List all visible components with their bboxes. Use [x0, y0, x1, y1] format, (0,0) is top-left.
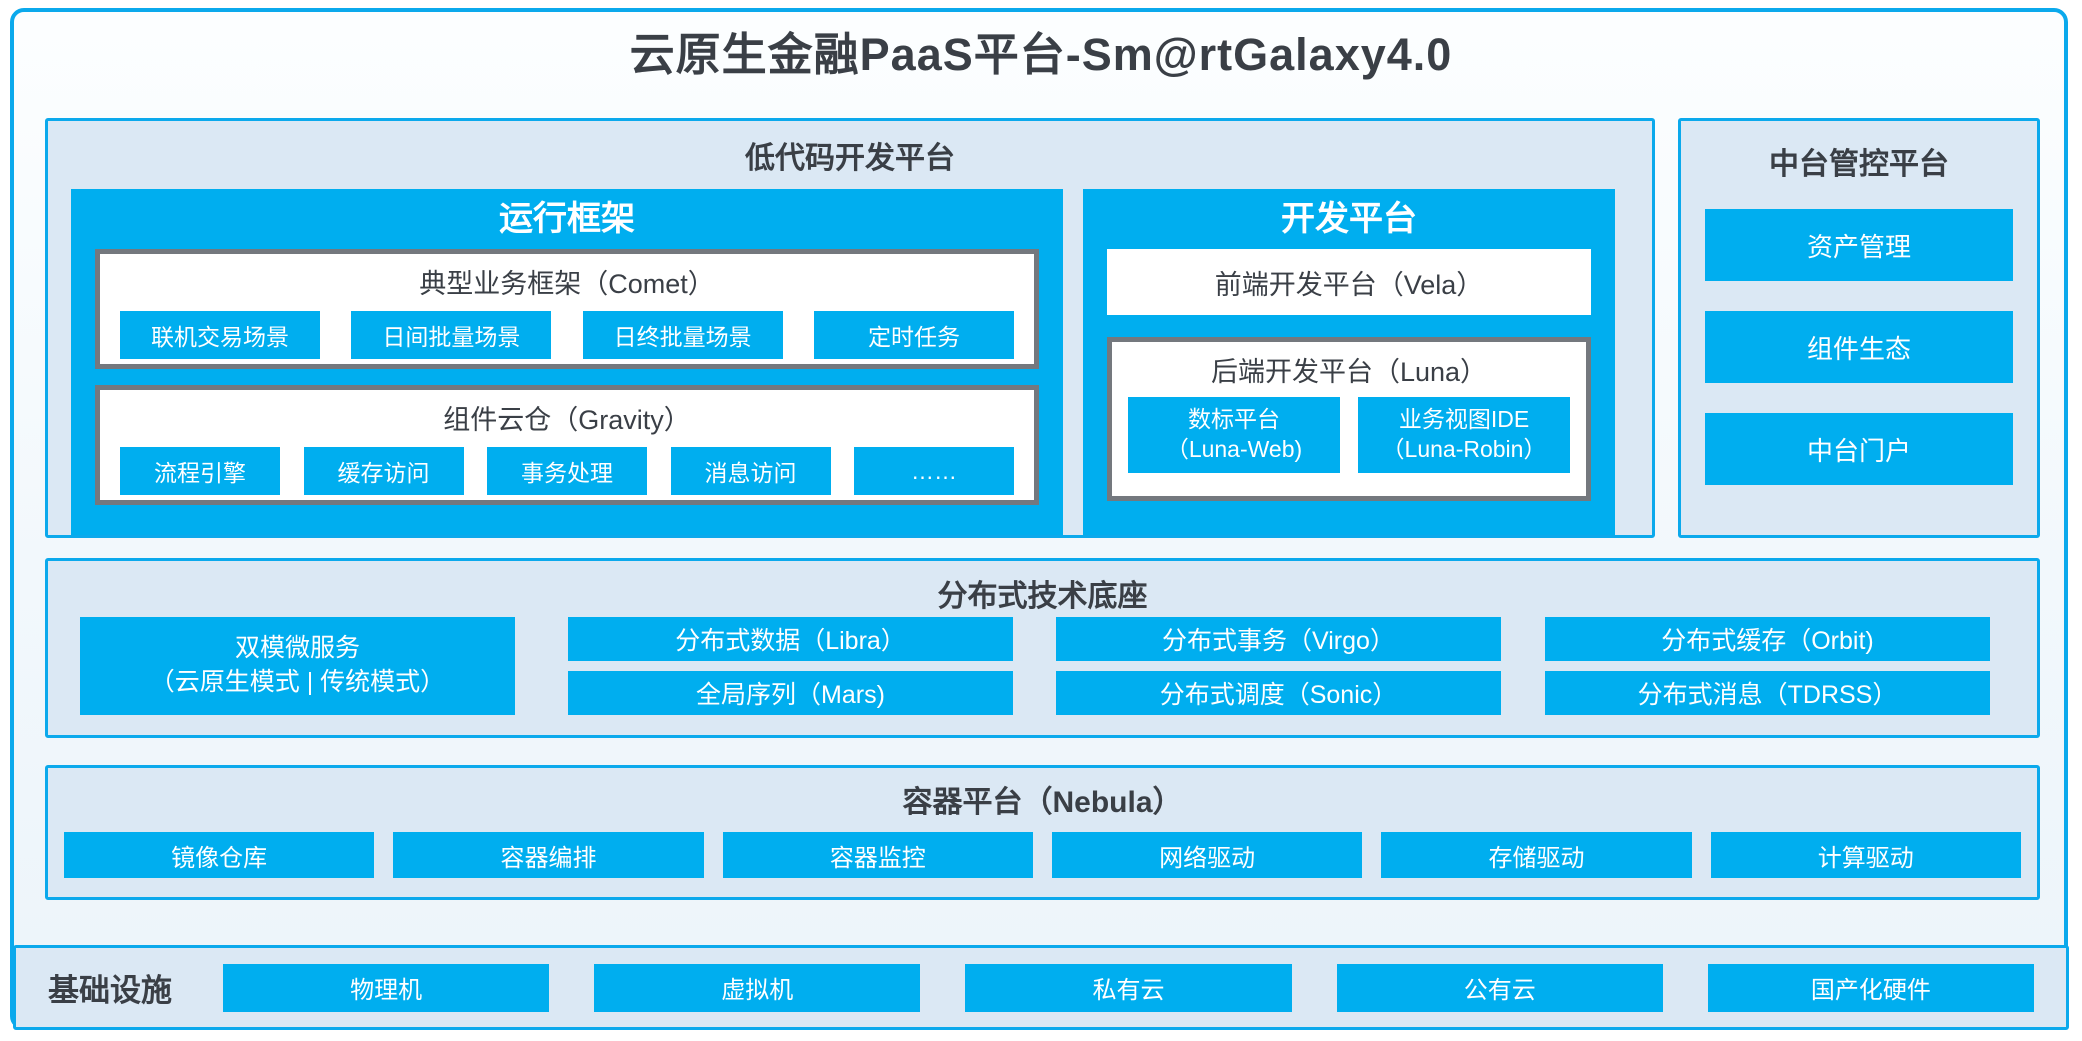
- block-dual-mode-microservice: 双模微服务 （云原生模式 | 传统模式）: [80, 617, 515, 715]
- block-container-orchestration: 容器编排: [393, 832, 704, 878]
- mid-platform-panel: 中台管控平台 资产管理 组件生态 中台门户: [1678, 118, 2040, 538]
- block-global-sequence-mars: 全局序列（Mars): [568, 671, 1013, 715]
- luna-title: 后端开发平台（Luna）: [1210, 357, 1488, 387]
- block-transaction-processing: 事务处理: [487, 447, 647, 495]
- gravity-warehouse-box: 组件云仓（Gravity） 流程引擎 缓存访问 事务处理 消息访问 ……: [95, 385, 1039, 505]
- distributed-column-1: 分布式数据（Libra） 全局序列（Mars): [568, 617, 1013, 715]
- block-online-trading: 联机交易场景: [120, 311, 320, 359]
- block-ellipsis: ……: [854, 447, 1014, 495]
- block-container-monitoring: 容器监控: [722, 832, 1033, 878]
- block-physical-machine: 物理机: [223, 963, 550, 1012]
- comet-framework-box: 典型业务框架（Comet） 联机交易场景 日间批量场景 日终批量场景 定时任务: [95, 249, 1039, 369]
- container-platform-panel: 容器平台（Nebula） 镜像仓库 容器编排 容器监控 网络驱动 存储驱动 计算…: [45, 765, 2040, 900]
- runtime-framework-title: 运行框架: [499, 200, 635, 238]
- dual-mode-line1: 双模微服务: [234, 634, 360, 663]
- block-luna-web: 数标平台 （Luna-Web): [1128, 397, 1340, 473]
- gravity-title: 组件云仓（Gravity）: [443, 405, 691, 435]
- block-virtual-machine: 虚拟机: [594, 963, 921, 1012]
- mid-platform-items: 资产管理 组件生态 中台门户: [1681, 183, 2037, 485]
- block-eod-batch: 日终批量场景: [582, 311, 783, 359]
- block-public-cloud: 公有云: [1336, 963, 1663, 1012]
- runtime-framework-panel: 运行框架 典型业务框架（Comet） 联机交易场景 日间批量场景 日终批量场景 …: [71, 189, 1063, 535]
- page-title: 云原生金融PaaS平台-Sm@rtGalaxy4.0: [629, 29, 1453, 80]
- container-platform-items: 镜像仓库 容器编排 容器监控 网络驱动 存储驱动 计算驱动: [64, 832, 2021, 878]
- block-image-registry: 镜像仓库: [64, 832, 375, 878]
- luna-backend-box: 后端开发平台（Luna） 数标平台 （Luna-Web) 业务视图IDE （Lu…: [1107, 337, 1591, 501]
- dev-platform-panel: 开发平台 前端开发平台（Vela） 后端开发平台（Luna） 数标平台 （Lun…: [1083, 189, 1615, 535]
- luna-web-line2: （Luna-Web): [1165, 436, 1303, 462]
- distributed-base-panel: 分布式技术底座 双模微服务 （云原生模式 | 传统模式） 分布式数据（Libra…: [45, 558, 2040, 738]
- gravity-items-row: 流程引擎 缓存访问 事务处理 消息访问 ……: [100, 437, 1034, 495]
- dev-platform-title: 开发平台: [1281, 200, 1417, 238]
- block-message-access: 消息访问: [670, 447, 831, 495]
- distributed-base-title: 分布式技术底座: [937, 580, 1148, 613]
- block-distributed-data-libra: 分布式数据（Libra）: [568, 617, 1013, 661]
- block-distributed-scheduling-sonic: 分布式调度（Sonic）: [1056, 671, 1501, 715]
- container-platform-title: 容器平台（Nebula）: [902, 786, 1183, 819]
- distributed-column-3: 分布式缓存（Orbit) 分布式消息（TDRSS）: [1545, 617, 1990, 715]
- infrastructure-label: 基础设施: [48, 973, 172, 1008]
- mid-platform-title: 中台管控平台: [1769, 148, 1949, 181]
- block-cache-access: 缓存访问: [303, 447, 464, 495]
- distributed-column-2: 分布式事务（Virgo） 分布式调度（Sonic）: [1056, 617, 1501, 715]
- block-network-driver: 网络驱动: [1051, 832, 1363, 878]
- block-mid-platform-portal: 中台门户: [1705, 413, 2013, 485]
- block-process-engine: 流程引擎: [120, 447, 280, 495]
- block-distributed-cache-orbit: 分布式缓存（Orbit): [1545, 617, 1990, 661]
- block-daytime-batch: 日间批量场景: [351, 311, 552, 359]
- block-domestic-hardware: 国产化硬件: [1707, 963, 2035, 1012]
- block-private-cloud: 私有云: [965, 963, 1292, 1012]
- comet-items-row: 联机交易场景 日间批量场景 日终批量场景 定时任务: [100, 301, 1034, 359]
- luna-robin-line2: （Luna-Robin）: [1381, 436, 1547, 462]
- block-asset-management: 资产管理: [1705, 209, 2013, 281]
- luna-web-line1: 数标平台: [1188, 406, 1280, 433]
- vela-frontend-box: 前端开发平台（Vela）: [1107, 249, 1591, 315]
- block-component-ecosystem: 组件生态: [1705, 311, 2013, 383]
- low-code-platform-panel: 低代码开发平台 运行框架 典型业务框架（Comet） 联机交易场景 日间批量场景…: [45, 118, 1655, 538]
- block-scheduled-task: 定时任务: [813, 311, 1014, 359]
- comet-title: 典型业务框架（Comet）: [419, 269, 715, 299]
- block-compute-driver: 计算驱动: [1710, 832, 2021, 878]
- infrastructure-panel: 基础设施 物理机 虚拟机 私有云 公有云 国产化硬件: [13, 945, 2069, 1030]
- block-storage-driver: 存储驱动: [1381, 832, 1692, 878]
- block-distributed-transaction-virgo: 分布式事务（Virgo）: [1056, 617, 1501, 661]
- luna-robin-line1: 业务视图IDE: [1398, 406, 1530, 433]
- low-code-platform-title: 低代码开发平台: [745, 142, 955, 175]
- block-distributed-message-tdrss: 分布式消息（TDRSS）: [1545, 671, 1990, 715]
- block-luna-robin: 业务视图IDE （Luna-Robin）: [1358, 397, 1570, 473]
- luna-items-row: 数标平台 （Luna-Web) 业务视图IDE （Luna-Robin）: [1112, 389, 1586, 473]
- dual-mode-line2: （云原生模式 | 传统模式）: [149, 668, 446, 696]
- infrastructure-items: 物理机 虚拟机 私有云 公有云 国产化硬件: [223, 963, 2035, 1012]
